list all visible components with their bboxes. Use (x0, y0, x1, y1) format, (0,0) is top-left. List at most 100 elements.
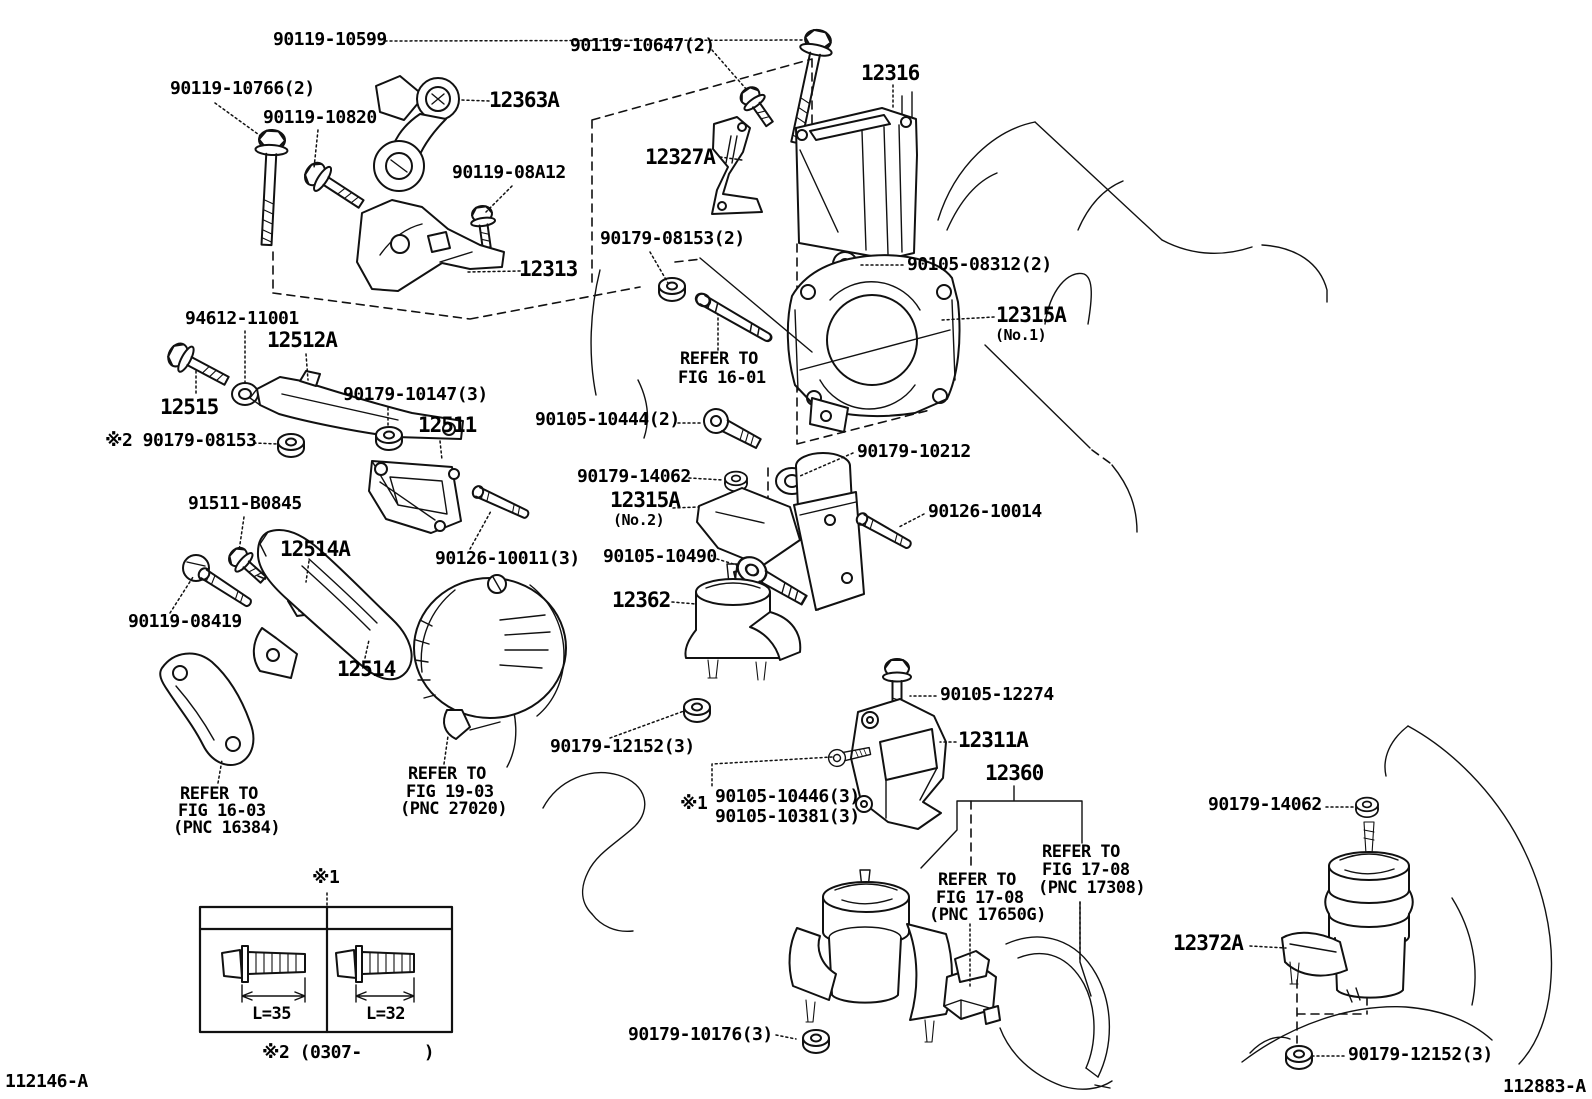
stud-90126-10011-drawing (469, 483, 532, 522)
refer-note-fig16-03-line2: FIG 16-03 (178, 801, 266, 821)
bolt-90105-10444-drawing (698, 403, 766, 456)
bolt-label-90119-08a12: 90119-08A12 (452, 162, 566, 183)
part-label-12327a: 12327A (645, 145, 716, 169)
refer-note-fig16-03-line1: REFER TO (180, 784, 258, 804)
front-mount-12360-assembly-drawing (788, 869, 953, 1043)
stud-label-90126-10011: 90126-10011(3) (435, 548, 580, 569)
part-label-12313: 12313 (519, 257, 578, 281)
part-12372a-mount-drawing (1281, 821, 1414, 1003)
nut-90179-12152-bottom-right-drawing (1285, 1045, 1313, 1070)
part-label-12511: 12511 (418, 413, 477, 437)
nut-90179-08153-top-drawing (658, 277, 686, 302)
bolt-label-90179-08153-2: 90179-08153(2) (600, 228, 745, 249)
table-dim-l32: L=32 (366, 1004, 405, 1024)
bolt-label-90105-10444: 90105-10444(2) (535, 409, 680, 430)
refer-note-fig19-03-line1: REFER TO (408, 764, 486, 784)
nut-label-90179-10147: 90179-10147(3) (343, 384, 488, 405)
bracket-refer-fig16-03-drawing (159, 652, 255, 766)
part-12311a-bracket-drawing (850, 698, 947, 830)
bolt-90119-08419-drawing (182, 554, 255, 610)
nut-label-star2-90179-08153: ※2 90179-08153 (105, 430, 257, 451)
part-12363a-torque-rod-drawing (373, 75, 460, 192)
stud-label-90105-10490: 90105-10490 (603, 546, 717, 567)
stud-refer-fig16-01-drawing (692, 289, 775, 346)
stud-90126-10014-drawing (853, 510, 915, 552)
table-bolt-l35-glyph (221, 945, 306, 1003)
part-label-12363a: 12363A (489, 88, 560, 112)
nut-90179-10147-drawing (375, 426, 403, 451)
part-label-12360: 12360 (985, 761, 1044, 785)
part-label-12315a-no1-sub: (No.1) (995, 326, 1047, 344)
part-12327a-bracket-drawing (711, 116, 763, 215)
bolt-label-90119-10820: 90119-10820 (263, 107, 377, 128)
refer-note-fig19-03-line2: FIG 19-03 (406, 782, 494, 802)
nut-label-90179-14062-right: 90179-14062 (1208, 794, 1322, 815)
nut-90179-10176-drawing (802, 1029, 830, 1054)
bolt-label-90105-12274: 90105-12274 (940, 684, 1054, 705)
nut-label-90179-12152-bottom-right: 90179-12152(3) (1348, 1044, 1493, 1065)
bolt-label-90119-08419: 90119-08419 (128, 611, 242, 632)
part-label-12316: 12316 (861, 61, 920, 85)
part-label-12515: 12515 (160, 395, 219, 419)
refer-note-fig19-03-line3: (PNC 27020) (400, 799, 508, 819)
bolt-label-90105-10446: 90105-10446(3) (715, 786, 860, 807)
nut-label-90179-12152-middle: 90179-12152(3) (550, 736, 695, 757)
part-12315a-no1-bracket-drawing (699, 254, 961, 433)
part-label-12372a: 12372A (1173, 931, 1244, 955)
refer-note-fig17-08a-line1: REFER TO (938, 870, 1016, 890)
alternator-pnc-27020-drawing (413, 574, 567, 740)
part-label-12512a: 12512A (267, 328, 338, 352)
refer-note-fig16-01-line1: REFER TO (680, 349, 758, 369)
nut-90179-12152-middle-drawing (683, 698, 711, 723)
part-label-12514a: 12514A (280, 537, 351, 561)
leader-lines (169, 39, 1355, 1057)
part-label-12315a-no1: 12315A (996, 303, 1067, 327)
table-bolt-l32-glyph (335, 945, 415, 1003)
wire-harness-drawing (999, 936, 1113, 1090)
refer-note-fig17-08b-line2: FIG 17-08 (1042, 860, 1130, 880)
engine-outline-bottom-right (1241, 725, 1553, 1065)
refer-note-fig16-01-line2: FIG 16-01 (678, 368, 766, 388)
nut-label-90179-10176: 90179-10176(3) (628, 1024, 773, 1045)
bolt-label-90119-10647: 90119-10647(2) (570, 35, 715, 56)
table-dim-l35: L=35 (252, 1004, 291, 1024)
part-label-12315a-no2-sub: (No.2) (613, 511, 665, 529)
stud-label-90126-10014: 90126-10014 (928, 501, 1042, 522)
bolt-90119-10766-drawing (249, 128, 290, 247)
oil-level-sensor-connector-drawing (943, 950, 1001, 1025)
bolt-label-90105-08312: 90105-08312(2) (907, 254, 1052, 275)
nut-label-90179-14062-left: 90179-14062 (577, 466, 691, 487)
part-12512a-bracket-drawing (249, 370, 464, 440)
part-12362-mount-drawing (684, 563, 802, 681)
bolt-label-90119-10599: 90119-10599 (273, 29, 387, 50)
refer-note-fig17-08a-line2: FIG 17-08 (936, 888, 1024, 908)
table-marker-star1: ※1 (312, 867, 340, 888)
nut-label-90179-10212: 90179-10212 (857, 441, 971, 462)
nut-90179-14062-right-drawing (1355, 796, 1379, 819)
refer-note-fig17-08b-line3: (PNC 17308) (1038, 878, 1146, 898)
part-12514-bracket-drawing (252, 529, 413, 681)
table-note-star2: ※2 (0307- ) (262, 1042, 435, 1063)
nut-90179-08153-star-drawing (277, 433, 305, 458)
part-12511-bracket-drawing (368, 460, 462, 534)
engine-outline-top-right (590, 91, 1328, 533)
bolt-label-90119-10766: 90119-10766(2) (170, 78, 315, 99)
note-marker-star1: ※1 (680, 793, 708, 814)
part-12316-plate-drawing (795, 107, 918, 260)
part-label-12315a-no2: 12315A (610, 488, 681, 512)
part-label-12514: 12514 (337, 657, 396, 681)
body-outline-bottom-middle (504, 687, 646, 933)
refer-note-fig17-08a-line3: (PNC 17650G) (929, 905, 1046, 925)
part-label-12362: 12362 (612, 588, 671, 612)
bolt-length-table (198, 905, 454, 1034)
bolt-label-91511-b0845: 91511-B0845 (188, 493, 302, 514)
bolt-label-90105-10381: 90105-10381(3) (715, 806, 860, 827)
refer-note-fig17-08b-line1: REFER TO (1042, 842, 1120, 862)
refer-note-fig16-03-line3: (PNC 16384) (173, 818, 281, 838)
part-label-12311a: 12311A (958, 728, 1029, 752)
part-12313-bracket-drawing (356, 199, 505, 292)
bolt-12515-drawing (162, 337, 235, 395)
bolt-90119-10820-drawing (298, 156, 370, 217)
